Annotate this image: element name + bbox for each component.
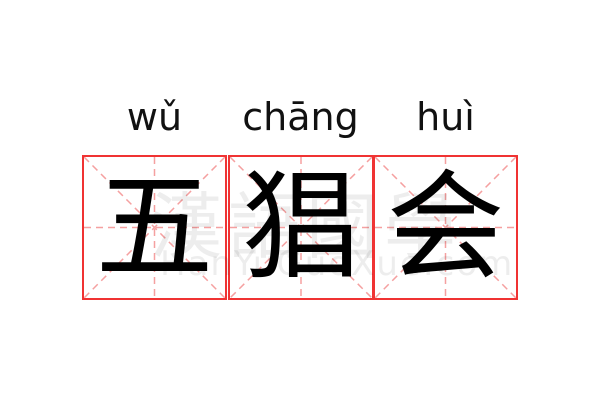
- tian-grid-guides: [230, 157, 372, 298]
- character-cell: 会: [373, 155, 518, 300]
- pinyin-chang: chāng: [242, 95, 359, 139]
- character-chang: 猖: [241, 158, 360, 296]
- pinyin-hui: huì: [416, 95, 475, 139]
- character-cell: 猖: [228, 155, 374, 300]
- tian-grid-guides: [84, 157, 225, 298]
- character-hui: 会: [386, 158, 505, 296]
- character-cell: 五: [82, 155, 227, 300]
- pinyin-wu: wǔ: [126, 95, 183, 139]
- tian-grid-guides: [375, 157, 516, 298]
- character-wu: 五: [95, 158, 214, 296]
